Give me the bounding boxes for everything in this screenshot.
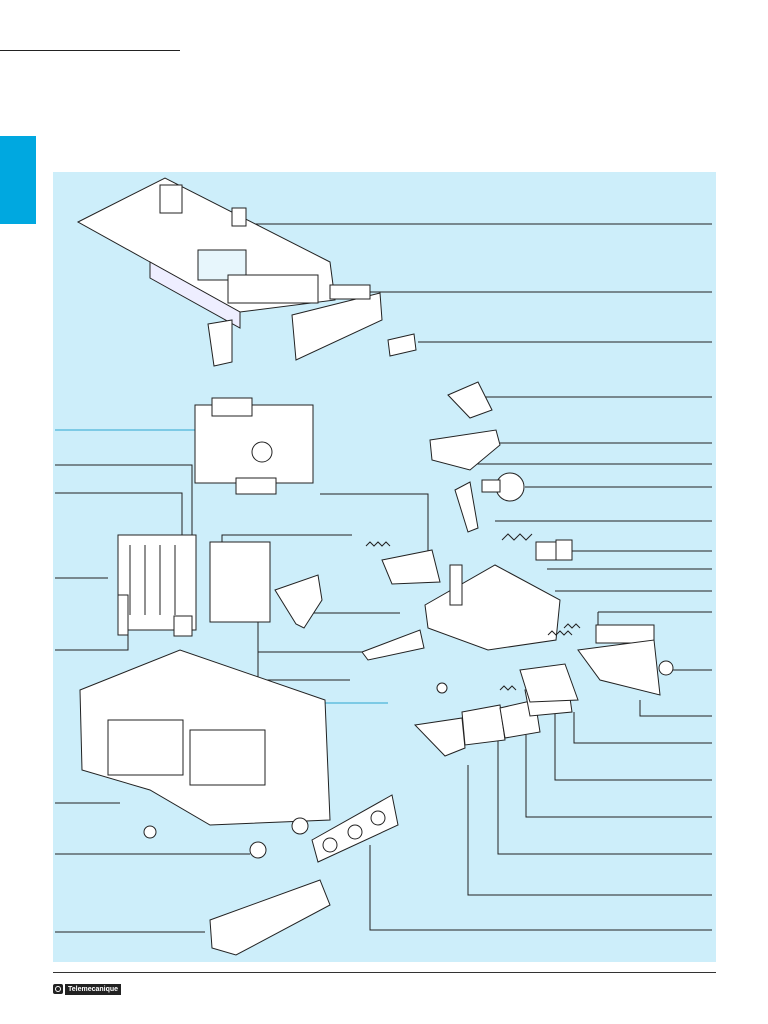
- callout-line: [257, 620, 350, 681]
- callout-line: [573, 712, 712, 744]
- part-heater-frame: [209, 541, 271, 623]
- part-pawl: [454, 481, 479, 533]
- footer-rule: [53, 972, 716, 973]
- part-base-mechanism: [424, 564, 561, 651]
- part-small-clip-left: [207, 319, 233, 367]
- callout-line: [55, 628, 129, 651]
- brand-logo: Telemecanique: [53, 983, 122, 995]
- callout-line: [525, 735, 712, 818]
- part-top-cover: [76, 177, 336, 329]
- part-trip-mechanism: [194, 397, 314, 495]
- part-latch-pair: [535, 539, 573, 561]
- part-terminal-2: [461, 704, 506, 746]
- part-rivet: [436, 682, 448, 694]
- part-contact-carrier: [361, 629, 425, 661]
- part-screw-small: [143, 825, 157, 839]
- part-small-spring: [499, 685, 517, 691]
- part-terminal-shield: [291, 284, 383, 361]
- callout-line: [554, 710, 712, 781]
- callout-line: [369, 845, 712, 931]
- part-bracket: [429, 429, 501, 471]
- part-terminal-5: [519, 663, 579, 703]
- part-trip-lever: [274, 574, 323, 629]
- part-lever-arm: [447, 381, 493, 419]
- brand-name: Telemecanique: [65, 983, 122, 995]
- callout-line: [320, 493, 429, 565]
- part-bimetal-assembly: [117, 534, 197, 637]
- part-main-housing: [79, 649, 331, 826]
- part-cable-clamp: [311, 794, 399, 863]
- part-spring-top: [501, 533, 533, 541]
- part-terminal-1: [413, 717, 466, 757]
- part-terminal-screw-a: [249, 841, 267, 859]
- callout-line: [497, 740, 712, 855]
- part-actuator-spring: [365, 541, 391, 547]
- part-spring-side: [547, 623, 581, 636]
- callout-line: [467, 765, 712, 896]
- brand-mark-icon: [53, 984, 63, 994]
- part-slide: [381, 549, 441, 585]
- part-reset-plunger: [595, 624, 674, 676]
- part-small-clip-right: [387, 333, 417, 357]
- header-rule: [0, 50, 180, 51]
- callout-line: [55, 464, 193, 540]
- part-terminal-screw-b: [291, 817, 309, 835]
- part-reset-housing: [577, 639, 661, 696]
- callout-line: [639, 700, 712, 717]
- part-screw-head: [481, 472, 525, 502]
- part-terminal-cover: [209, 879, 331, 956]
- section-tab: [0, 136, 36, 224]
- part-bolt: [117, 594, 129, 636]
- callout-lines-right: [245, 223, 712, 931]
